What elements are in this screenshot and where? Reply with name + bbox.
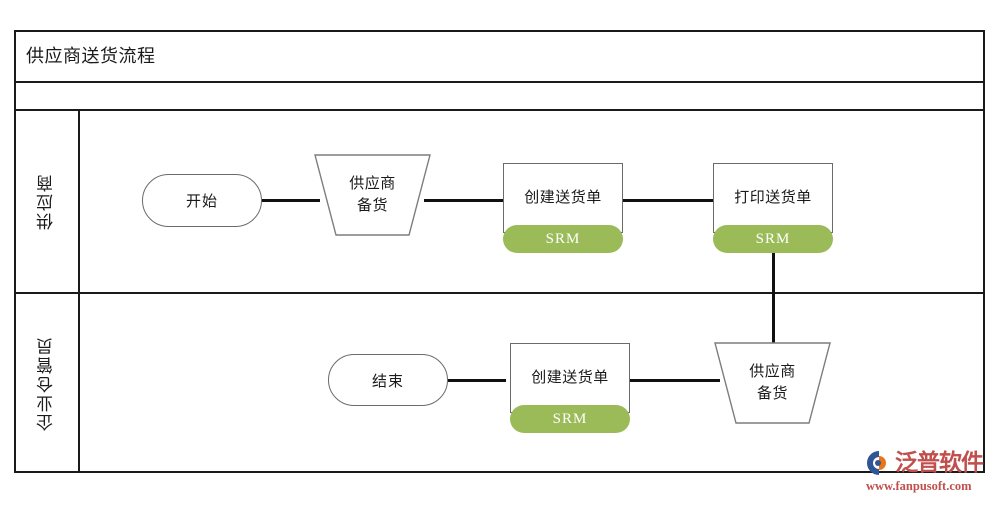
node-create-delivery-note-supplier[interactable]: 创建送货单: [503, 163, 623, 233]
lane-label-text: 企业仓管员: [36, 336, 56, 431]
trapezoid-shape: [314, 154, 431, 236]
node-start[interactable]: 开始: [142, 174, 262, 227]
node-label-line1: 供应商: [349, 175, 396, 193]
badge-text: SRM: [545, 230, 581, 247]
lane-divider: [14, 292, 985, 294]
node-label: 打印送货单: [734, 189, 812, 206]
connector-create2-to-end: [448, 379, 506, 382]
connector-prep-to-create: [424, 199, 504, 202]
node-label: 结束: [371, 372, 404, 390]
fanpu-logo-icon: [866, 450, 892, 476]
node-label: 开始: [185, 193, 218, 210]
badge-text: SRM: [552, 410, 588, 427]
lane-label-supplier: 供应商: [14, 111, 78, 292]
node-create-delivery-note-warehouse[interactable]: 创建送货单: [510, 343, 630, 413]
lane-label-text: 供应商: [36, 173, 56, 230]
lane-label-warehouse: 企业仓管员: [14, 294, 78, 473]
node-label: 创建送货单: [531, 369, 609, 386]
brand-logo: 泛普软件 www.fanpusoft.com: [866, 448, 990, 496]
page-title: 供应商送货流程: [26, 45, 156, 66]
diagram-title-band: 供应商送货流程: [14, 30, 985, 83]
node-label-line1: 供应商: [749, 363, 796, 381]
header-spacer-band: [14, 83, 985, 111]
logo-name: 泛普软件: [895, 449, 984, 476]
node-supplier-prepare-goods-2[interactable]: 供应商 备货: [714, 342, 831, 424]
node-label-line2: 备货: [356, 197, 388, 214]
logo-url: www.fanpusoft.com: [866, 479, 972, 493]
logo-row: 泛普软件: [866, 448, 990, 478]
trapezoid-shape: [714, 342, 831, 424]
status-badge-srm: SRM: [503, 225, 623, 253]
node-label: 创建送货单: [524, 189, 602, 206]
connector-prep2-to-create2: [630, 379, 720, 382]
badge-text: SRM: [755, 230, 791, 247]
node-label-line2: 备货: [756, 385, 788, 402]
node-label-wrap: 供应商 备货: [314, 154, 431, 236]
status-badge-srm: SRM: [713, 225, 833, 253]
connector-print-to-prep2: [772, 240, 775, 344]
connector-start-to-prep: [262, 199, 320, 202]
node-label-wrap: 供应商 备货: [714, 342, 831, 424]
node-print-delivery-note[interactable]: 打印送货单: [713, 163, 833, 233]
status-badge-srm: SRM: [510, 405, 630, 433]
node-supplier-prepare-goods[interactable]: 供应商 备货: [314, 154, 431, 236]
connector-create-to-print: [622, 199, 714, 202]
node-end[interactable]: 结束: [328, 354, 448, 406]
